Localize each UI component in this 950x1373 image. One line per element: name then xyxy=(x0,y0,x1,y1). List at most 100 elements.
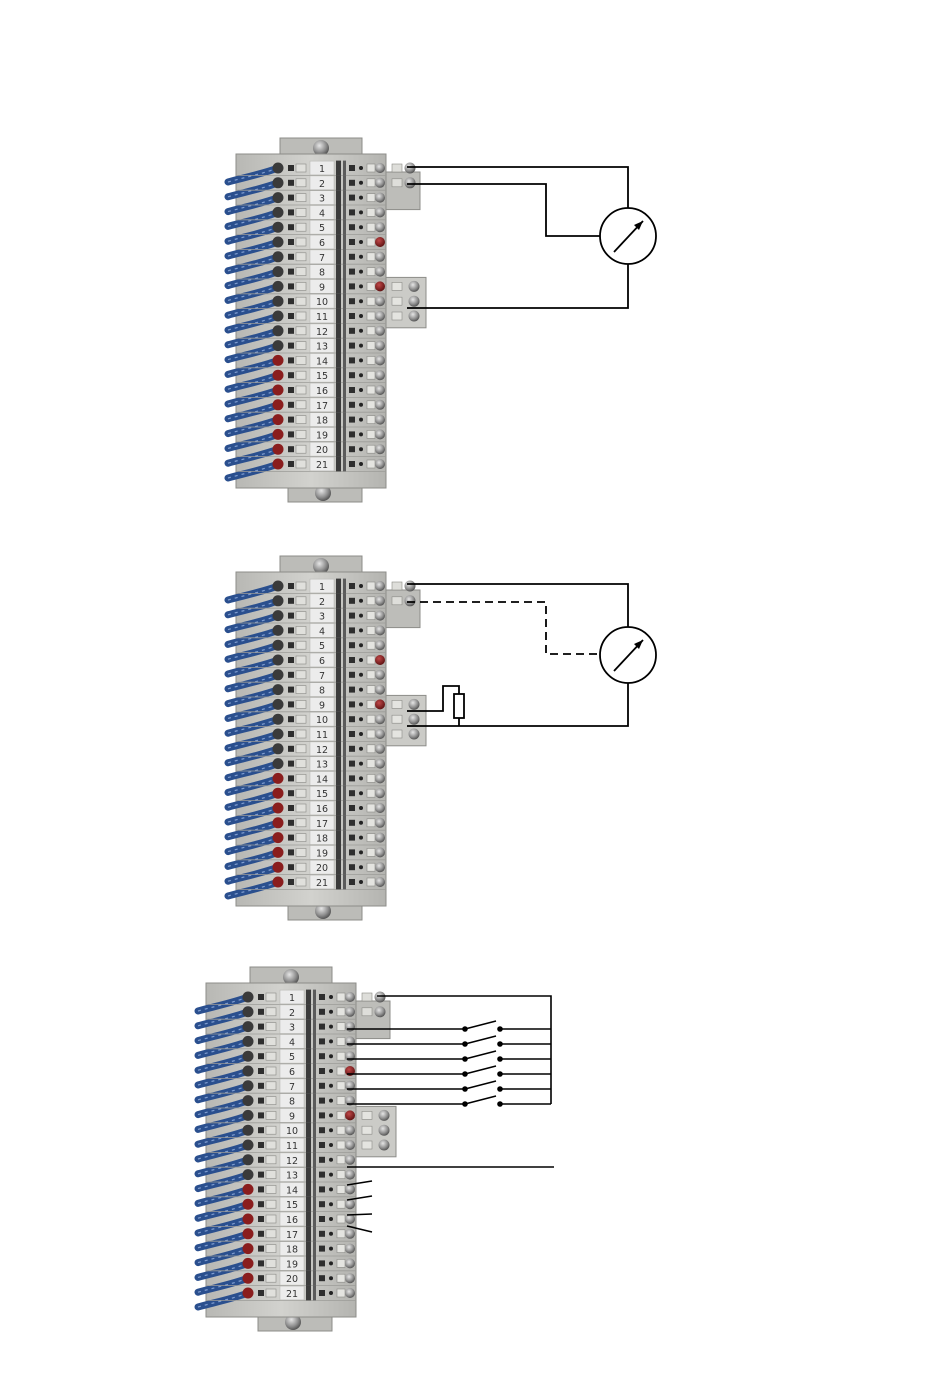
test-point xyxy=(359,762,363,766)
clamp-slot xyxy=(258,1275,264,1281)
test-point xyxy=(359,299,363,303)
bus-bar xyxy=(343,727,346,742)
clamp-slot xyxy=(288,431,294,437)
release-lever xyxy=(337,1185,345,1193)
release-lever xyxy=(266,1230,276,1238)
switch-icon xyxy=(465,1036,496,1044)
release-lever xyxy=(337,1141,345,1149)
terminal-number: 18 xyxy=(286,1245,298,1256)
bus-bar xyxy=(343,860,346,875)
terminal-number: 9 xyxy=(289,1111,295,1122)
screw-icon xyxy=(375,341,385,351)
clamp-slot xyxy=(288,357,294,363)
clamp-slot xyxy=(349,239,355,245)
wire-stub-15 xyxy=(347,1214,372,1215)
wire-clamp xyxy=(243,992,254,1003)
wire-clamp xyxy=(273,399,284,410)
wire-clamp xyxy=(273,669,284,680)
screw-icon xyxy=(375,444,385,454)
terminal-number: 21 xyxy=(316,460,328,471)
terminal-number: 1 xyxy=(319,582,325,593)
clamp-slot xyxy=(349,583,355,589)
screw-icon xyxy=(345,1184,355,1194)
release-lever xyxy=(296,730,306,738)
clamp-slot xyxy=(349,790,355,796)
screw-icon xyxy=(405,595,416,606)
release-lever xyxy=(367,312,375,320)
switch-icon xyxy=(465,1066,496,1074)
release-lever xyxy=(337,1259,345,1267)
screw-icon xyxy=(375,714,385,724)
screw-icon xyxy=(375,833,385,843)
release-lever xyxy=(296,715,306,723)
bus-bar xyxy=(313,1182,316,1197)
bus-bar xyxy=(336,249,341,264)
release-lever xyxy=(337,993,345,1001)
bus-bar xyxy=(343,653,346,668)
test-point xyxy=(359,614,363,618)
release-lever xyxy=(367,371,375,379)
test-point xyxy=(359,210,363,214)
bus-bar xyxy=(313,1167,316,1182)
release-lever xyxy=(392,700,402,708)
bus-bar xyxy=(313,1108,316,1123)
screw-icon xyxy=(375,1006,386,1017)
clamp-slot xyxy=(258,1127,264,1133)
clamp-slot xyxy=(288,313,294,319)
terminal-number: 16 xyxy=(316,804,328,815)
clamp-slot xyxy=(349,864,355,870)
bus-bar xyxy=(313,1152,316,1167)
release-lever xyxy=(266,1097,276,1105)
release-lever xyxy=(266,1200,276,1208)
bus-bar xyxy=(343,190,346,205)
release-lever xyxy=(337,1082,345,1090)
bus-bar xyxy=(313,1064,316,1079)
release-lever xyxy=(367,297,375,305)
terminal-number: 11 xyxy=(316,312,328,323)
clamp-slot xyxy=(349,775,355,781)
screw-icon xyxy=(405,581,416,592)
bus-bar xyxy=(336,860,341,875)
wire-clamp xyxy=(273,862,284,873)
bus-bar xyxy=(343,593,346,608)
release-lever xyxy=(266,1274,276,1282)
wire-clamp xyxy=(273,163,284,174)
release-lever xyxy=(337,1171,345,1179)
bus-bar xyxy=(343,427,346,442)
screw-icon xyxy=(375,163,385,173)
test-point xyxy=(359,240,363,244)
bus-bar xyxy=(306,1138,311,1153)
release-lever xyxy=(337,1230,345,1238)
screw-icon xyxy=(375,803,385,813)
wire-clamp xyxy=(273,758,284,769)
release-lever xyxy=(392,164,402,172)
clamp-slot xyxy=(319,1231,325,1237)
bus-bar xyxy=(343,264,346,279)
bus-bar xyxy=(306,1271,311,1286)
release-lever xyxy=(296,700,306,708)
wire-terminal-1 xyxy=(407,167,628,210)
terminal-number: 2 xyxy=(319,597,325,608)
clamp-slot xyxy=(349,731,355,737)
clamp-slot xyxy=(319,1098,325,1104)
wiring-panel-1 xyxy=(407,167,628,308)
bus-bar xyxy=(336,190,341,205)
wire-clamp xyxy=(243,1169,254,1180)
test-point xyxy=(359,432,363,436)
clamp-slot xyxy=(288,195,294,201)
release-lever xyxy=(296,848,306,856)
terminal-number: 20 xyxy=(286,1274,298,1285)
clamp-slot xyxy=(288,746,294,752)
clamp-slot xyxy=(288,387,294,393)
release-lever xyxy=(296,774,306,782)
release-lever xyxy=(296,401,306,409)
bus-bar xyxy=(313,1049,316,1064)
clamp-slot xyxy=(258,1216,264,1222)
clamp-slot xyxy=(288,716,294,722)
wire-clamp xyxy=(273,610,284,621)
release-lever xyxy=(367,626,375,634)
terminal-panel-2: 123456789101112131415161718192021 xyxy=(228,556,426,920)
terminal-number: 12 xyxy=(316,327,328,338)
terminal-number: 8 xyxy=(319,268,325,279)
